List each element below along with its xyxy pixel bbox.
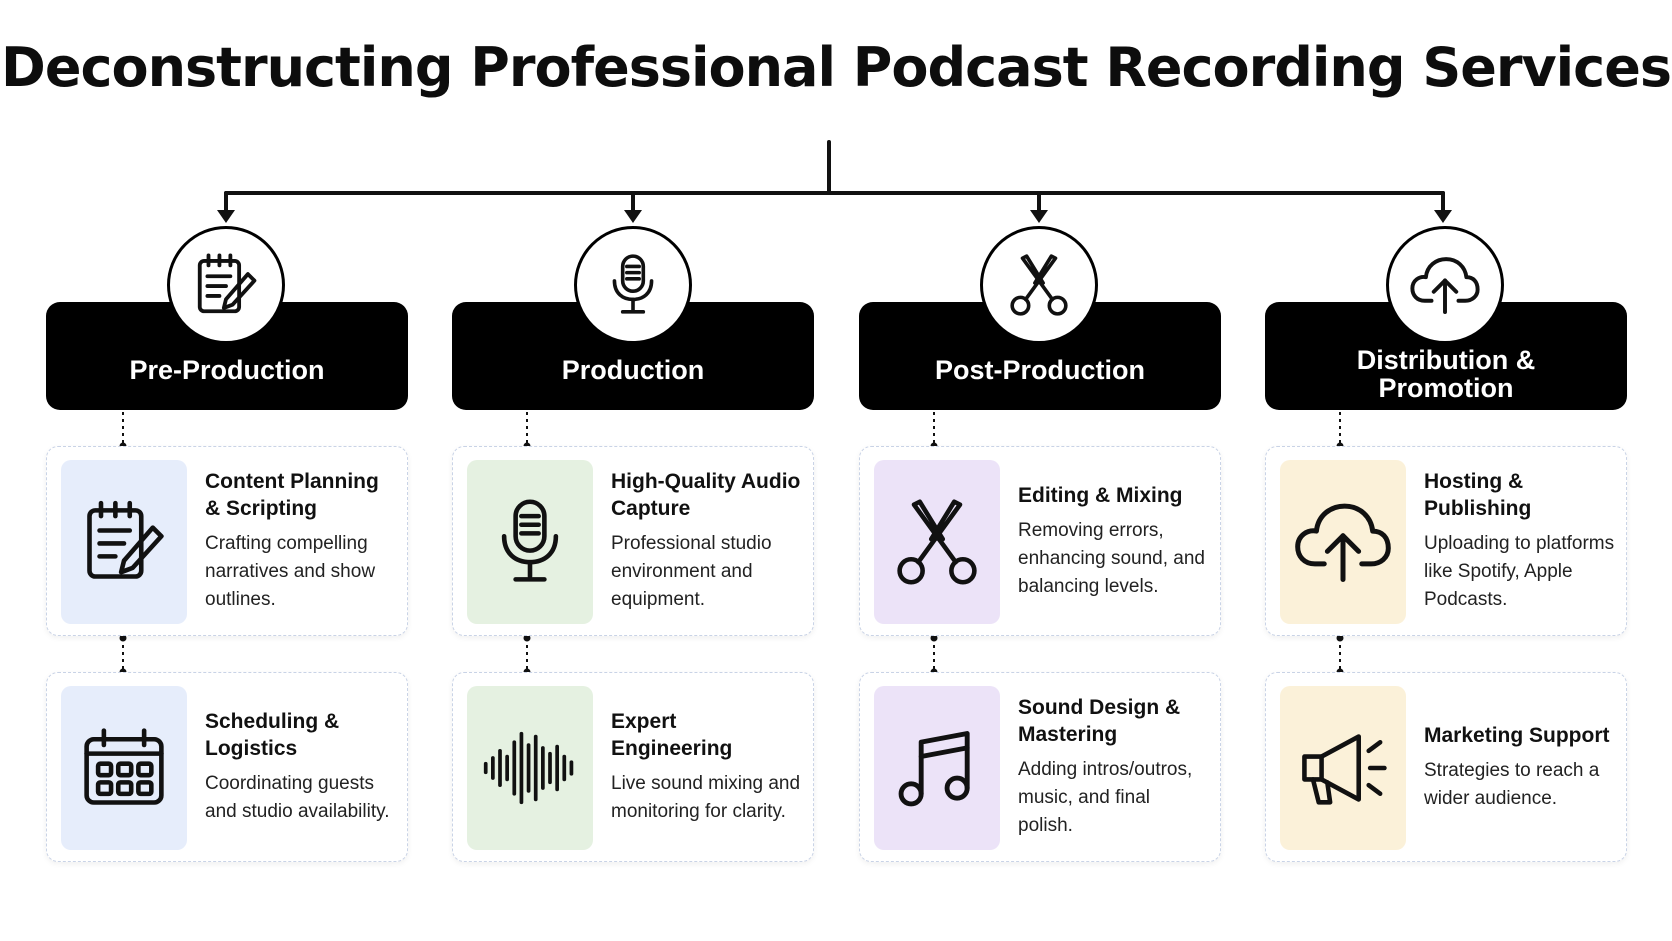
notepad-pencil-icon: [197, 253, 257, 314]
service-card: Hosting & Publishing Uploading to platfo…: [1265, 446, 1627, 636]
phase-icon-circle: [980, 226, 1098, 344]
phase-icon-circle: [167, 226, 285, 344]
card-icon-tile: [61, 460, 187, 624]
microphone-icon: [501, 499, 559, 582]
sound-wave-icon: [483, 731, 574, 805]
card-title: Hosting & Publishing: [1424, 470, 1532, 520]
card-description: Crafting compelling narratives and show …: [205, 533, 376, 610]
service-card: Editing & Mixing Removing errors, enhanc…: [859, 446, 1221, 636]
card-description: Adding intros/outros, music, and final p…: [1018, 759, 1193, 836]
phase-label: Pre-Production: [129, 355, 325, 385]
phase-label: Production: [561, 355, 705, 385]
card-icon-tile: [61, 686, 187, 850]
card-icon-tile: [1280, 460, 1406, 624]
card-icon-tile: [1280, 686, 1406, 850]
card-icon-tile: [467, 686, 593, 850]
card-title: Sound Design & Mastering: [1018, 696, 1181, 746]
card-title: Content Planning & Scripting: [205, 470, 379, 520]
card-description: Strategies to reach a wider audience.: [1424, 759, 1600, 809]
card-description: Professional studio environment and equi…: [611, 533, 772, 610]
scissors-icon: [1010, 254, 1068, 316]
music-note-icon: [898, 731, 970, 807]
cloud-upload-icon: [1410, 257, 1480, 314]
service-card: Content Planning & Scripting Crafting co…: [46, 446, 408, 636]
service-card: Sound Design & Mastering Adding intros/o…: [859, 672, 1221, 862]
service-card: Expert Engineering Live sound mixing and…: [452, 672, 814, 862]
card-title: Scheduling & Logistics: [205, 710, 340, 760]
cloud-upload-icon: [1295, 503, 1391, 582]
notepad-pencil-icon: [87, 500, 164, 579]
scissors-icon: [897, 499, 977, 585]
phase-label: Distribution & Promotion: [1356, 345, 1536, 403]
card-icon-tile: [874, 460, 1000, 624]
service-card: Marketing Support Strategies to reach a …: [1265, 672, 1627, 862]
page-title: Deconstructing Professional Podcast Reco…: [1, 36, 1672, 99]
phase-icon-circle: [574, 226, 692, 344]
phase-label: Post-Production: [935, 355, 1145, 385]
calendar-icon: [84, 728, 164, 805]
service-card: High-Quality Audio Capture Professional …: [452, 446, 814, 636]
card-icon-tile: [874, 686, 1000, 850]
card-description: Live sound mixing and monitoring for cla…: [611, 773, 801, 822]
card-title: Marketing Support: [1424, 723, 1610, 747]
megaphone-icon: [1302, 734, 1387, 805]
card-description: Coordinating guests and studio availabil…: [205, 773, 390, 822]
service-card: Scheduling & Logistics Coordinating gues…: [46, 672, 408, 862]
card-description: Uploading to platforms like Spotify, App…: [1424, 533, 1615, 610]
card-description: Removing errors, enhancing sound, and ba…: [1018, 519, 1205, 597]
microphone-icon: [612, 254, 654, 314]
phase-icon-circle: [1386, 226, 1504, 344]
card-icon-tile: [467, 460, 593, 624]
card-title: High-Quality Audio Capture: [611, 470, 801, 520]
card-title: Editing & Mixing: [1018, 483, 1183, 507]
card-title: Expert Engineering: [611, 710, 733, 760]
